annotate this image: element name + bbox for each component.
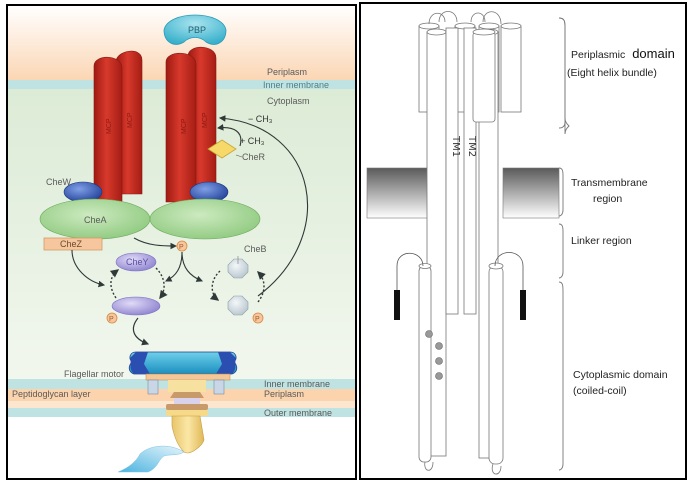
mcp-label: MCP: [181, 118, 188, 134]
cytoplasmic-helices: [418, 262, 504, 475]
tm2-label: TM2: [466, 135, 477, 157]
chew-label: CheW: [46, 177, 72, 187]
transmembrane-helices: [426, 27, 499, 459]
domain-braces: [558, 17, 570, 471]
demethylation-arrow: [218, 115, 308, 297]
periplasm-bottom-label: Periplasm: [264, 389, 304, 399]
phosphotransfer-arrow: [133, 237, 178, 250]
chez-label: CheZ: [60, 239, 83, 249]
methylation-site: [435, 357, 443, 365]
methylation-site: [435, 342, 443, 350]
membrane-slab-right: [502, 167, 560, 219]
cher-protein: [207, 139, 237, 159]
mcp-label: MCP: [127, 112, 134, 128]
phosphate-chey: [106, 312, 118, 324]
linker-bar-right: [520, 290, 526, 320]
chez-protein: [43, 237, 103, 251]
mcp-architecture-panel: TM1 TM2: [359, 2, 687, 480]
cheb-label: CheB: [244, 244, 267, 254]
chey-p-protein: [111, 296, 161, 316]
minus-ch3-label: − CH₃: [248, 114, 273, 124]
mcp-dimer-left: MCP MCP: [93, 50, 143, 203]
methylation-site: [435, 372, 443, 380]
membrane-slab-left: [366, 167, 430, 219]
peptidoglycan-label: Peptidoglycan layer: [12, 389, 91, 399]
cher-label: CheR: [242, 152, 266, 162]
methylation-sites: [425, 330, 443, 380]
cheb-p-protein: [227, 295, 249, 316]
linker-region-label: Linker region: [571, 235, 632, 247]
phosphate-label: P: [255, 316, 260, 323]
chemotaxis-pathway-panel: Periplasm Inner membrane Cytoplasm PBP M…: [6, 4, 357, 480]
phosphate-label: P: [179, 244, 184, 251]
flagellar-motor-label: Flagellar motor: [64, 369, 124, 379]
transmembrane-region-label: Transmembrane: [571, 177, 648, 189]
phosphate-cheb: [252, 312, 264, 324]
inner-membrane-label: Inner membrane: [263, 80, 329, 90]
cytoplasm-label: Cytoplasm: [267, 96, 310, 106]
chey-protein: [115, 252, 157, 272]
cytoplasmic-domain-sublabel: (coiled-coil): [573, 385, 627, 397]
methylation-site: [425, 330, 433, 338]
chea-label: CheA: [84, 215, 107, 225]
inner-membrane-bottom-label: Inner membrane: [264, 379, 330, 389]
plus-ch3-label: + CH₃: [240, 136, 265, 146]
phosphate-label: P: [109, 316, 114, 323]
mcp-dimer-right: MCP MCP: [165, 46, 217, 203]
helix-loops: [428, 11, 502, 25]
linker-arcs: [396, 252, 524, 290]
linker-bar-left: [394, 290, 400, 320]
tm1-label: TM1: [450, 135, 461, 157]
periplasm-label: Periplasm: [267, 67, 307, 77]
mcp-label: MCP: [106, 118, 113, 134]
outer-membrane-label: Outer membrane: [264, 408, 332, 418]
flagellar-motor: [117, 351, 238, 473]
pbp-label: PBP: [188, 25, 206, 35]
transmembrane-region-sublabel: region: [593, 193, 622, 205]
periplasmic-domain-sublabel: (Eight helix bundle): [567, 67, 657, 79]
mcp-label: MCP: [202, 112, 209, 128]
methylation-arrow: [216, 124, 242, 147]
chea-protein-right: [149, 198, 261, 240]
chemotaxis-pathway-diagram: Periplasm Inner membrane Cytoplasm PBP M…: [8, 6, 355, 478]
cytoplasmic-domain-label: Cytoplasmic domain: [573, 369, 668, 381]
periplasmic-domain-label: Periplasmic domain: [571, 46, 675, 61]
cheb-protein: [227, 258, 249, 279]
phosphate-chea: [176, 240, 188, 252]
mcp-architecture-diagram: TM1 TM2: [366, 11, 675, 475]
pbp-protein: [163, 14, 227, 45]
chey-label: CheY: [126, 257, 149, 267]
